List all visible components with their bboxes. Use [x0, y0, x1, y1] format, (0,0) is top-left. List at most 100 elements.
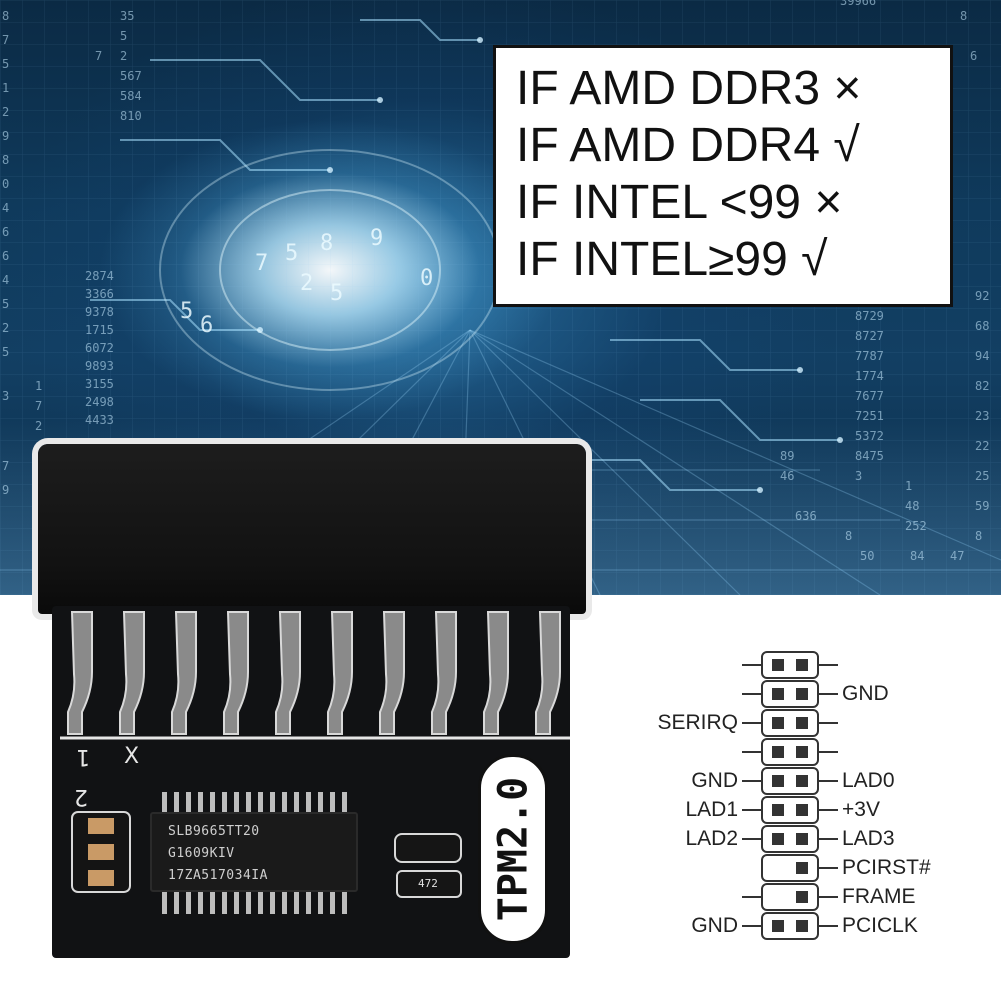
svg-text:4: 4: [2, 273, 9, 287]
svg-text:22: 22: [975, 439, 989, 453]
pinout-grid: [742, 651, 838, 940]
svg-text:3155: 3155: [85, 377, 114, 391]
svg-text:46: 46: [780, 469, 794, 483]
pin-label-gnd-left-2: GND: [691, 914, 738, 937]
svg-text:9893: 9893: [85, 359, 114, 373]
pin-label-pciclk: PCICLK: [842, 914, 918, 937]
svg-text:3: 3: [2, 389, 9, 403]
svg-text:7: 7: [2, 459, 9, 473]
svg-text:84: 84: [910, 549, 924, 563]
pin-label-lad2: LAD2: [685, 827, 738, 850]
svg-text:6072: 6072: [85, 341, 114, 355]
pin-label-gnd-right: GND: [842, 682, 889, 705]
pin-1-label: 1: [76, 744, 90, 769]
svg-text:7: 7: [255, 251, 268, 276]
svg-text:5372: 5372: [855, 429, 884, 443]
chip-batch-text: G1609KIV: [168, 846, 235, 861]
svg-text:9: 9: [2, 129, 9, 143]
svg-text:8: 8: [960, 9, 967, 23]
svg-text:8: 8: [845, 529, 852, 543]
svg-text:636: 636: [795, 509, 817, 523]
info-line-amd-ddr3: IF AMD DDR3 ×: [516, 62, 862, 115]
svg-text:35: 35: [120, 9, 134, 23]
svg-text:7677: 7677: [855, 389, 884, 403]
pin-label-3v: +3V: [842, 798, 880, 821]
svg-text:8729: 8729: [855, 309, 884, 323]
info-line-intel-99-and-above: IF INTEL≥99 √: [516, 233, 828, 286]
svg-text:5: 5: [285, 241, 298, 266]
svg-text:7251: 7251: [855, 409, 884, 423]
svg-text:23: 23: [975, 409, 989, 423]
svg-text:2: 2: [300, 271, 313, 296]
svg-text:50: 50: [860, 549, 874, 563]
svg-text:6: 6: [970, 49, 977, 63]
svg-text:7: 7: [35, 399, 42, 413]
svg-text:3: 3: [855, 469, 862, 483]
pin-label-serirq: SERIRQ: [657, 711, 738, 734]
svg-text:1774: 1774: [855, 369, 884, 383]
tpm-version-text: TPM2.0: [490, 776, 536, 922]
svg-text:47: 47: [950, 549, 964, 563]
info-line-amd-ddr4: IF AMD DDR4 √: [516, 119, 860, 172]
svg-text:6: 6: [2, 225, 9, 239]
svg-text:8727: 8727: [855, 329, 884, 343]
svg-text:584: 584: [120, 89, 142, 103]
svg-text:5: 5: [2, 345, 9, 359]
info-line-intel-below-99: IF INTEL <99 ×: [516, 176, 843, 229]
svg-text:1: 1: [35, 379, 42, 393]
svg-text:8: 8: [320, 231, 333, 256]
svg-text:2: 2: [120, 49, 127, 63]
pinout-diagram: SERIRQ GND LAD1 LAD2 GND GND LAD0 +3V LA…: [600, 640, 1000, 970]
svg-text:5: 5: [180, 299, 193, 324]
svg-text:5: 5: [2, 57, 9, 71]
svg-text:1715: 1715: [85, 323, 114, 337]
svg-text:59: 59: [975, 499, 989, 513]
compatibility-info-box: IF AMD DDR3 × IF AMD DDR4 √ IF INTEL <99…: [493, 45, 953, 307]
svg-text:810: 810: [120, 109, 142, 123]
svg-text:3366: 3366: [85, 287, 114, 301]
svg-text:8: 8: [2, 9, 9, 23]
svg-text:1: 1: [2, 81, 9, 95]
svg-text:2: 2: [35, 419, 42, 433]
resistor-code: 472: [418, 877, 438, 890]
svg-text:48: 48: [905, 499, 919, 513]
svg-text:7: 7: [2, 33, 9, 47]
pin-label-lad0: LAD0: [842, 769, 895, 792]
svg-text:8475: 8475: [855, 449, 884, 463]
svg-text:9: 9: [370, 226, 383, 251]
svg-text:2: 2: [2, 105, 9, 119]
tpm-version-label: TPM2.0: [478, 754, 548, 944]
svg-text:4433: 4433: [85, 413, 114, 427]
svg-text:82: 82: [975, 379, 989, 393]
pin-label-frame: FRAME: [842, 885, 916, 908]
svg-text:94: 94: [975, 349, 989, 363]
svg-text:5: 5: [330, 281, 343, 306]
svg-text:252: 252: [905, 519, 927, 533]
svg-text:5: 5: [2, 297, 9, 311]
svg-text:9: 9: [2, 483, 9, 497]
pin-x-label: X: [124, 744, 140, 769]
svg-text:6: 6: [200, 313, 213, 338]
svg-text:7787: 7787: [855, 349, 884, 363]
svg-text:2: 2: [2, 321, 9, 335]
svg-text:68: 68: [975, 319, 989, 333]
svg-text:5: 5: [120, 29, 127, 43]
svg-text:9378: 9378: [85, 305, 114, 319]
pin-label-lad1: LAD1: [685, 798, 738, 821]
chip-model-text: SLB9665TT20: [168, 824, 260, 839]
svg-text:6: 6: [2, 249, 9, 263]
pin-label-gnd-left-1: GND: [691, 769, 738, 792]
pin-label-lad3: LAD3: [842, 827, 895, 850]
svg-text:89: 89: [780, 449, 794, 463]
svg-text:1: 1: [905, 479, 912, 493]
tpm-chip: SLB9665TT20 G1609KIV 17ZA517034IA: [150, 812, 358, 892]
pin-header-connector: [38, 444, 586, 614]
pin-label-pcirst: PCIRST#: [842, 856, 931, 879]
svg-text:4: 4: [2, 201, 9, 215]
svg-text:25: 25: [975, 469, 989, 483]
pin-2-label: 2: [74, 784, 88, 809]
chip-serial-text: 17ZA517034IA: [168, 868, 268, 883]
svg-text:2498: 2498: [85, 395, 114, 409]
status-led: [394, 833, 462, 863]
